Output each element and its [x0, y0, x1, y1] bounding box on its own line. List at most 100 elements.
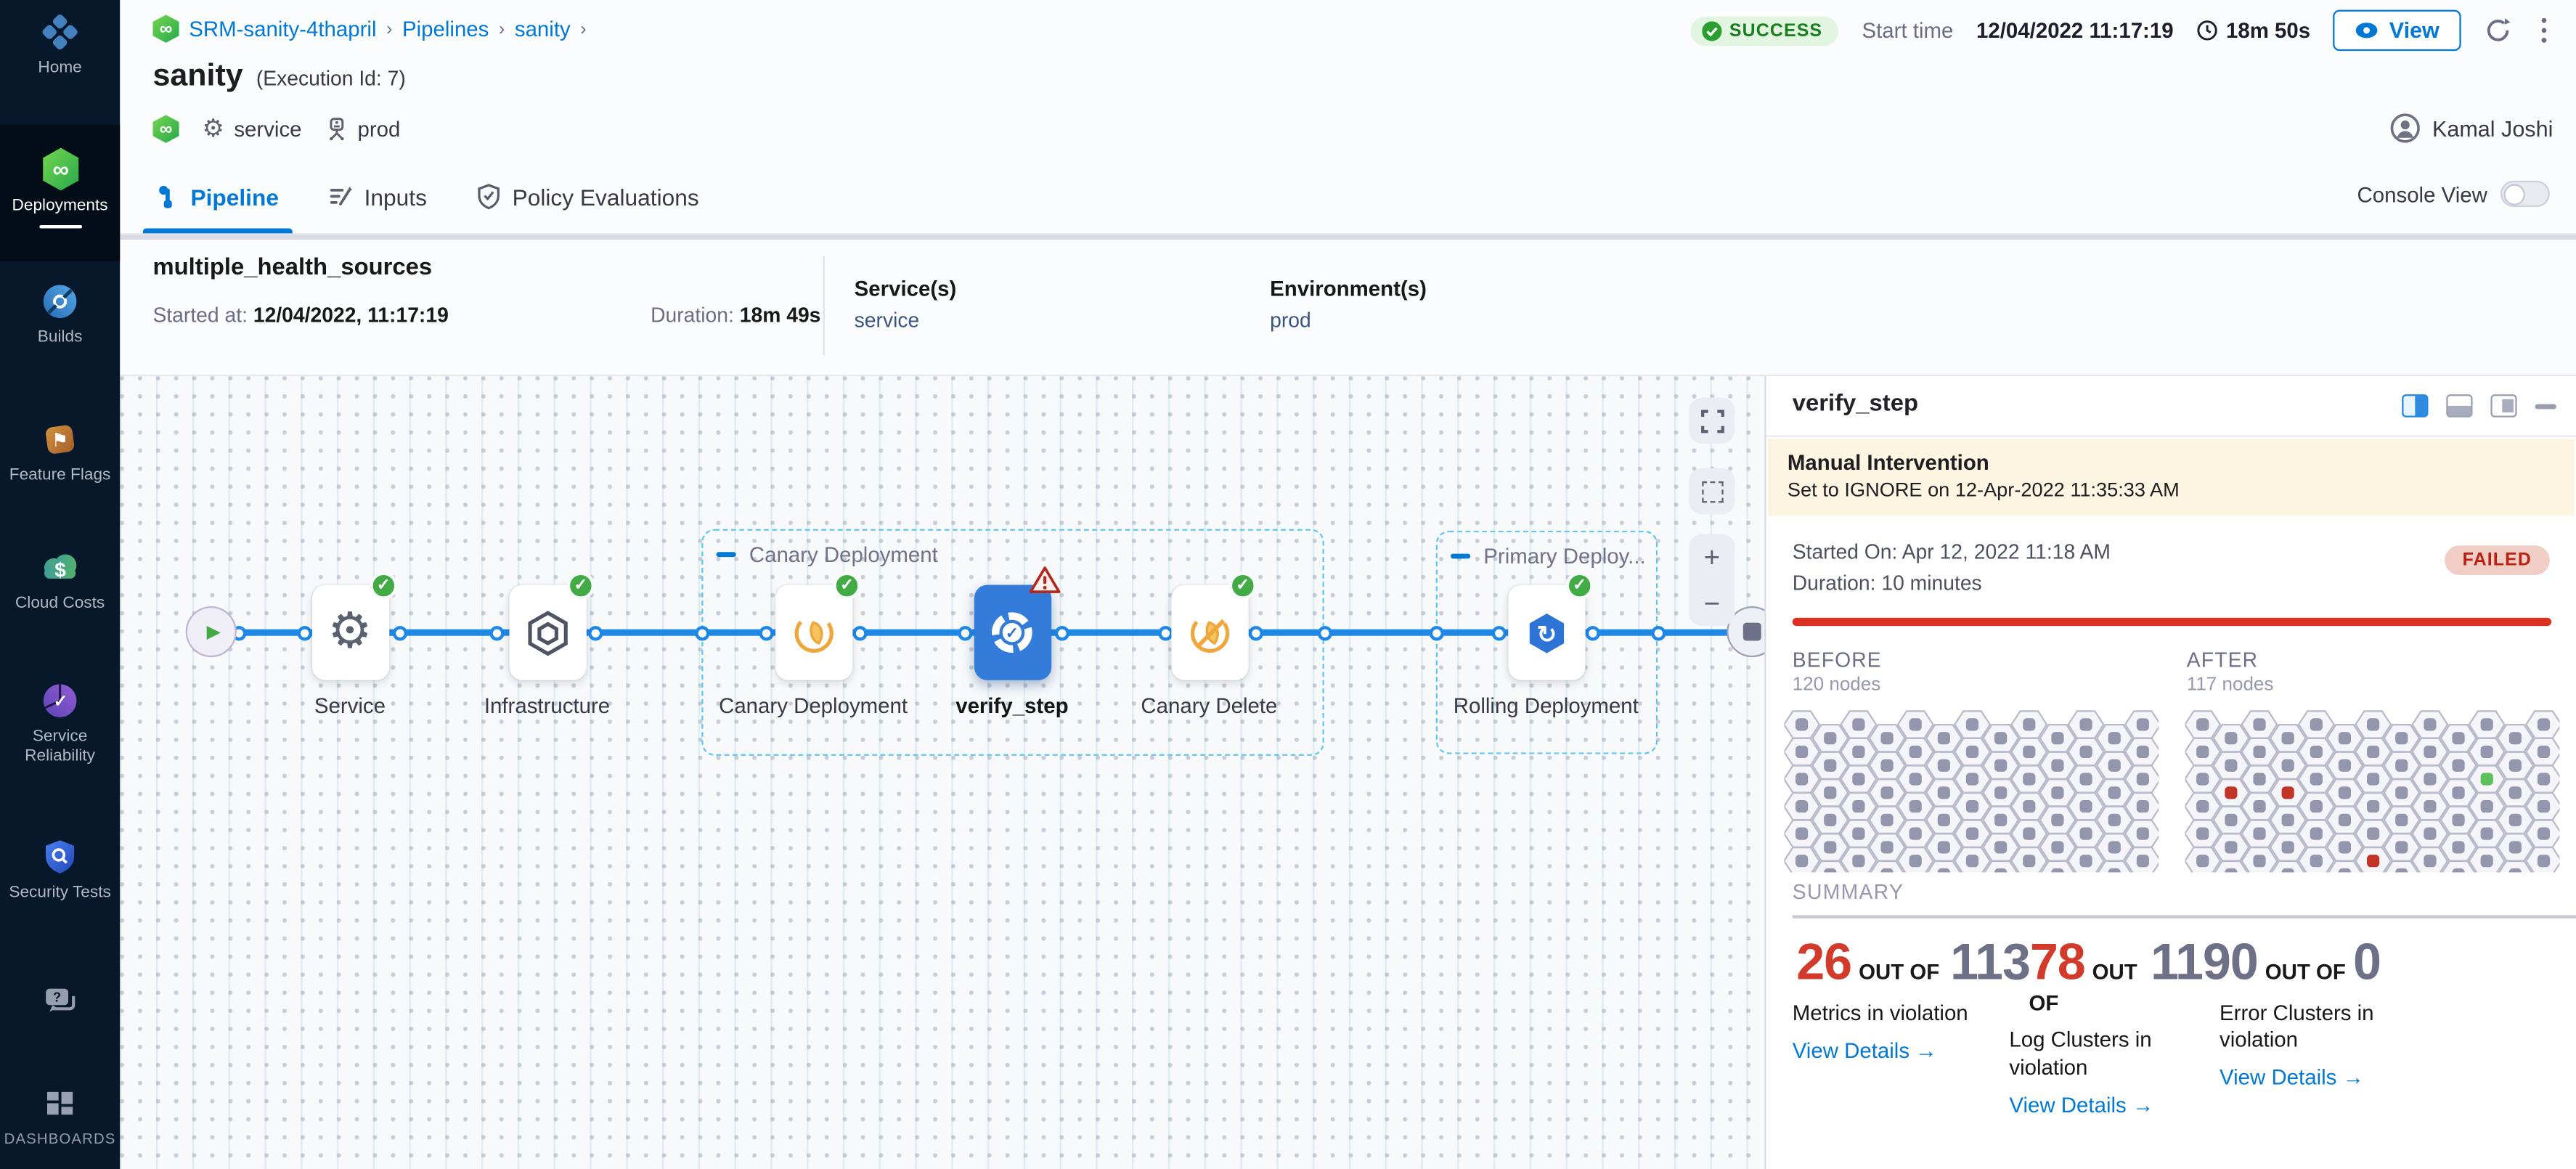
- tab-policy-evaluations[interactable]: Policy Evaluations: [473, 159, 702, 233]
- banner-title: Manual Intervention: [1787, 450, 1989, 475]
- console-view-switch[interactable]: [2500, 180, 2550, 208]
- tab-bar: Pipeline Inputs Policy Evaluations Console…: [120, 159, 2576, 235]
- after-nodes: 117 nodes: [2186, 675, 2274, 696]
- node-label: Service: [314, 693, 386, 718]
- pipeline-node-canary-delete[interactable]: [1170, 584, 1248, 680]
- breadcrumb-separator: ›: [580, 19, 587, 39]
- connector-port: [489, 624, 504, 640]
- collapse-group-icon[interactable]: [716, 552, 736, 558]
- sidebar-item-deployments[interactable]: ∞Deployments: [0, 124, 121, 261]
- view-details-link[interactable]: View Details →: [2220, 1064, 2364, 1090]
- zoom-in-button[interactable]: +: [1703, 541, 1721, 573]
- builds-icon: [0, 280, 120, 322]
- sidebar-item-cloud-costs[interactable]: $Cloud Costs: [0, 545, 120, 614]
- sidebar-item-builds[interactable]: Builds: [0, 280, 120, 349]
- breadcrumb-link[interactable]: sanity: [514, 16, 571, 41]
- node-label: Infrastructure: [484, 693, 611, 718]
- status-badge: SUCCESS: [1690, 15, 1839, 46]
- success-badge-icon: ✓: [566, 571, 595, 600]
- marquee-select-button[interactable]: [1689, 468, 1735, 515]
- pipeline-canvas[interactable]: Canary Deployment Primary Deploy... ▶ ⚙ ✓ Ser…: [120, 376, 1765, 1169]
- pipeline-start-node[interactable]: ▶: [185, 606, 237, 658]
- header: ∞SRM-sanity-4thapril›Pipelines›sanity› S…: [120, 0, 2576, 57]
- sidebar-item-service-reliability[interactable]: ✓Service Reliability: [0, 679, 120, 767]
- stat-numbers: 11378 OUT OF: [1950, 933, 2137, 1015]
- stat-numbers: 26 OUT OF: [1796, 933, 1940, 991]
- stat-label: Log Clusters in violation: [2009, 1027, 2152, 1079]
- connector-port: [1428, 624, 1443, 640]
- svg-text:✓: ✓: [1006, 624, 1019, 642]
- user-name: Kamal Joshi: [2432, 115, 2553, 141]
- stage-group: Primary Deploy...: [1435, 530, 1658, 754]
- gear-icon: ⚙: [327, 604, 372, 659]
- user-menu[interactable]: Kamal Joshi: [2391, 113, 2553, 143]
- environment-tag[interactable]: prod: [325, 117, 400, 142]
- group-label: Canary Deployment: [749, 542, 938, 567]
- layout-bottom-icon[interactable]: [2446, 394, 2473, 418]
- kebab-menu-button[interactable]: [2535, 15, 2553, 46]
- view-details-link[interactable]: View Details →: [1792, 1038, 1937, 1063]
- run-started: Started at: 12/04/2022, 11:17:19: [152, 304, 449, 327]
- minimize-panel-icon[interactable]: [2535, 403, 2556, 409]
- service-tag[interactable]: ⚙ service: [202, 115, 302, 143]
- pipeline-node-rolling-deployment[interactable]: ↻: [1507, 584, 1585, 680]
- service-reliability-icon: ✓: [0, 679, 120, 722]
- zoom-out-button[interactable]: −: [1703, 587, 1721, 619]
- connector-port: [587, 624, 603, 640]
- sidebar-item-chat[interactable]: ?: [0, 979, 120, 1022]
- tab-inputs[interactable]: Inputs: [325, 159, 430, 233]
- pipeline-node-verify_step[interactable]: ✓: [973, 584, 1051, 680]
- svg-text:$: $: [54, 558, 66, 580]
- node-label: verify_step: [955, 693, 1069, 718]
- cloud-costs-icon: $: [0, 545, 120, 588]
- success-badge-icon: ✓: [833, 571, 861, 600]
- view-details-link[interactable]: View Details →: [2009, 1092, 2154, 1117]
- layout-right-icon[interactable]: [2402, 394, 2429, 418]
- view-button[interactable]: View: [2333, 9, 2461, 52]
- pipeline-node-infrastructure[interactable]: [508, 584, 586, 680]
- refresh-button[interactable]: [2484, 17, 2511, 44]
- run-duration: Duration: 18m 49s: [651, 304, 821, 327]
- tabs: Pipeline Inputs Policy Evaluations: [142, 159, 702, 234]
- connector-port: [1584, 624, 1599, 640]
- node-label: Rolling Deployment: [1453, 693, 1639, 718]
- collapse-group-icon[interactable]: [1451, 553, 1471, 559]
- home-icon: [0, 10, 120, 53]
- svg-text:∞: ∞: [52, 157, 68, 182]
- before-nodes: 120 nodes: [1792, 675, 1881, 696]
- services-label: Service(s): [854, 276, 957, 301]
- panel-layout-controls: [2402, 394, 2556, 418]
- breadcrumb-link[interactable]: Pipelines: [402, 16, 489, 41]
- canary-delete-icon: [1186, 608, 1234, 656]
- layout-float-icon[interactable]: [2490, 394, 2517, 418]
- execution-id: (Execution Id: 7): [256, 67, 406, 91]
- sidebar-item-feature-flags[interactable]: ⚑Feature Flags: [0, 418, 120, 486]
- run-info-bar: multiple_health_sources Started at: 12/0…: [120, 240, 2576, 375]
- breadcrumb-link[interactable]: SRM-sanity-4thapril: [189, 16, 377, 41]
- environments-label: Environment(s): [1270, 276, 1427, 301]
- breadcrumb-separator: ›: [386, 19, 393, 39]
- stage-group: Canary Deployment: [701, 529, 1324, 756]
- node-label: Canary Deployment: [719, 693, 908, 718]
- stat-numbers: 1190 OUT OF 0: [2151, 933, 2381, 991]
- infrastructure-icon: [525, 608, 569, 656]
- sidebar-item-security-tests[interactable]: Security Tests: [0, 835, 120, 904]
- sidebar-item-home[interactable]: Home: [0, 10, 120, 79]
- breadcrumb: ∞SRM-sanity-4thapril›Pipelines›sanity›: [152, 15, 587, 43]
- pipeline-node-canary-deployment[interactable]: [774, 584, 852, 680]
- sidebar-item-dashboards[interactable]: DASHBOARDS: [0, 1081, 120, 1148]
- cd-module-icon: ∞: [152, 15, 179, 43]
- fullscreen-button[interactable]: [1689, 397, 1735, 444]
- connector-port: [1650, 624, 1666, 640]
- pipeline-node-service[interactable]: ⚙: [311, 584, 389, 680]
- connector-port: [1491, 624, 1506, 640]
- services-value[interactable]: service: [854, 309, 920, 333]
- tab-pipeline[interactable]: Pipeline: [142, 159, 292, 234]
- console-view-toggle[interactable]: Console View: [2357, 180, 2550, 208]
- environments-value[interactable]: prod: [1270, 309, 1311, 333]
- summary-label: SUMMARY: [1792, 880, 1904, 904]
- chat-icon: ?: [0, 979, 120, 1022]
